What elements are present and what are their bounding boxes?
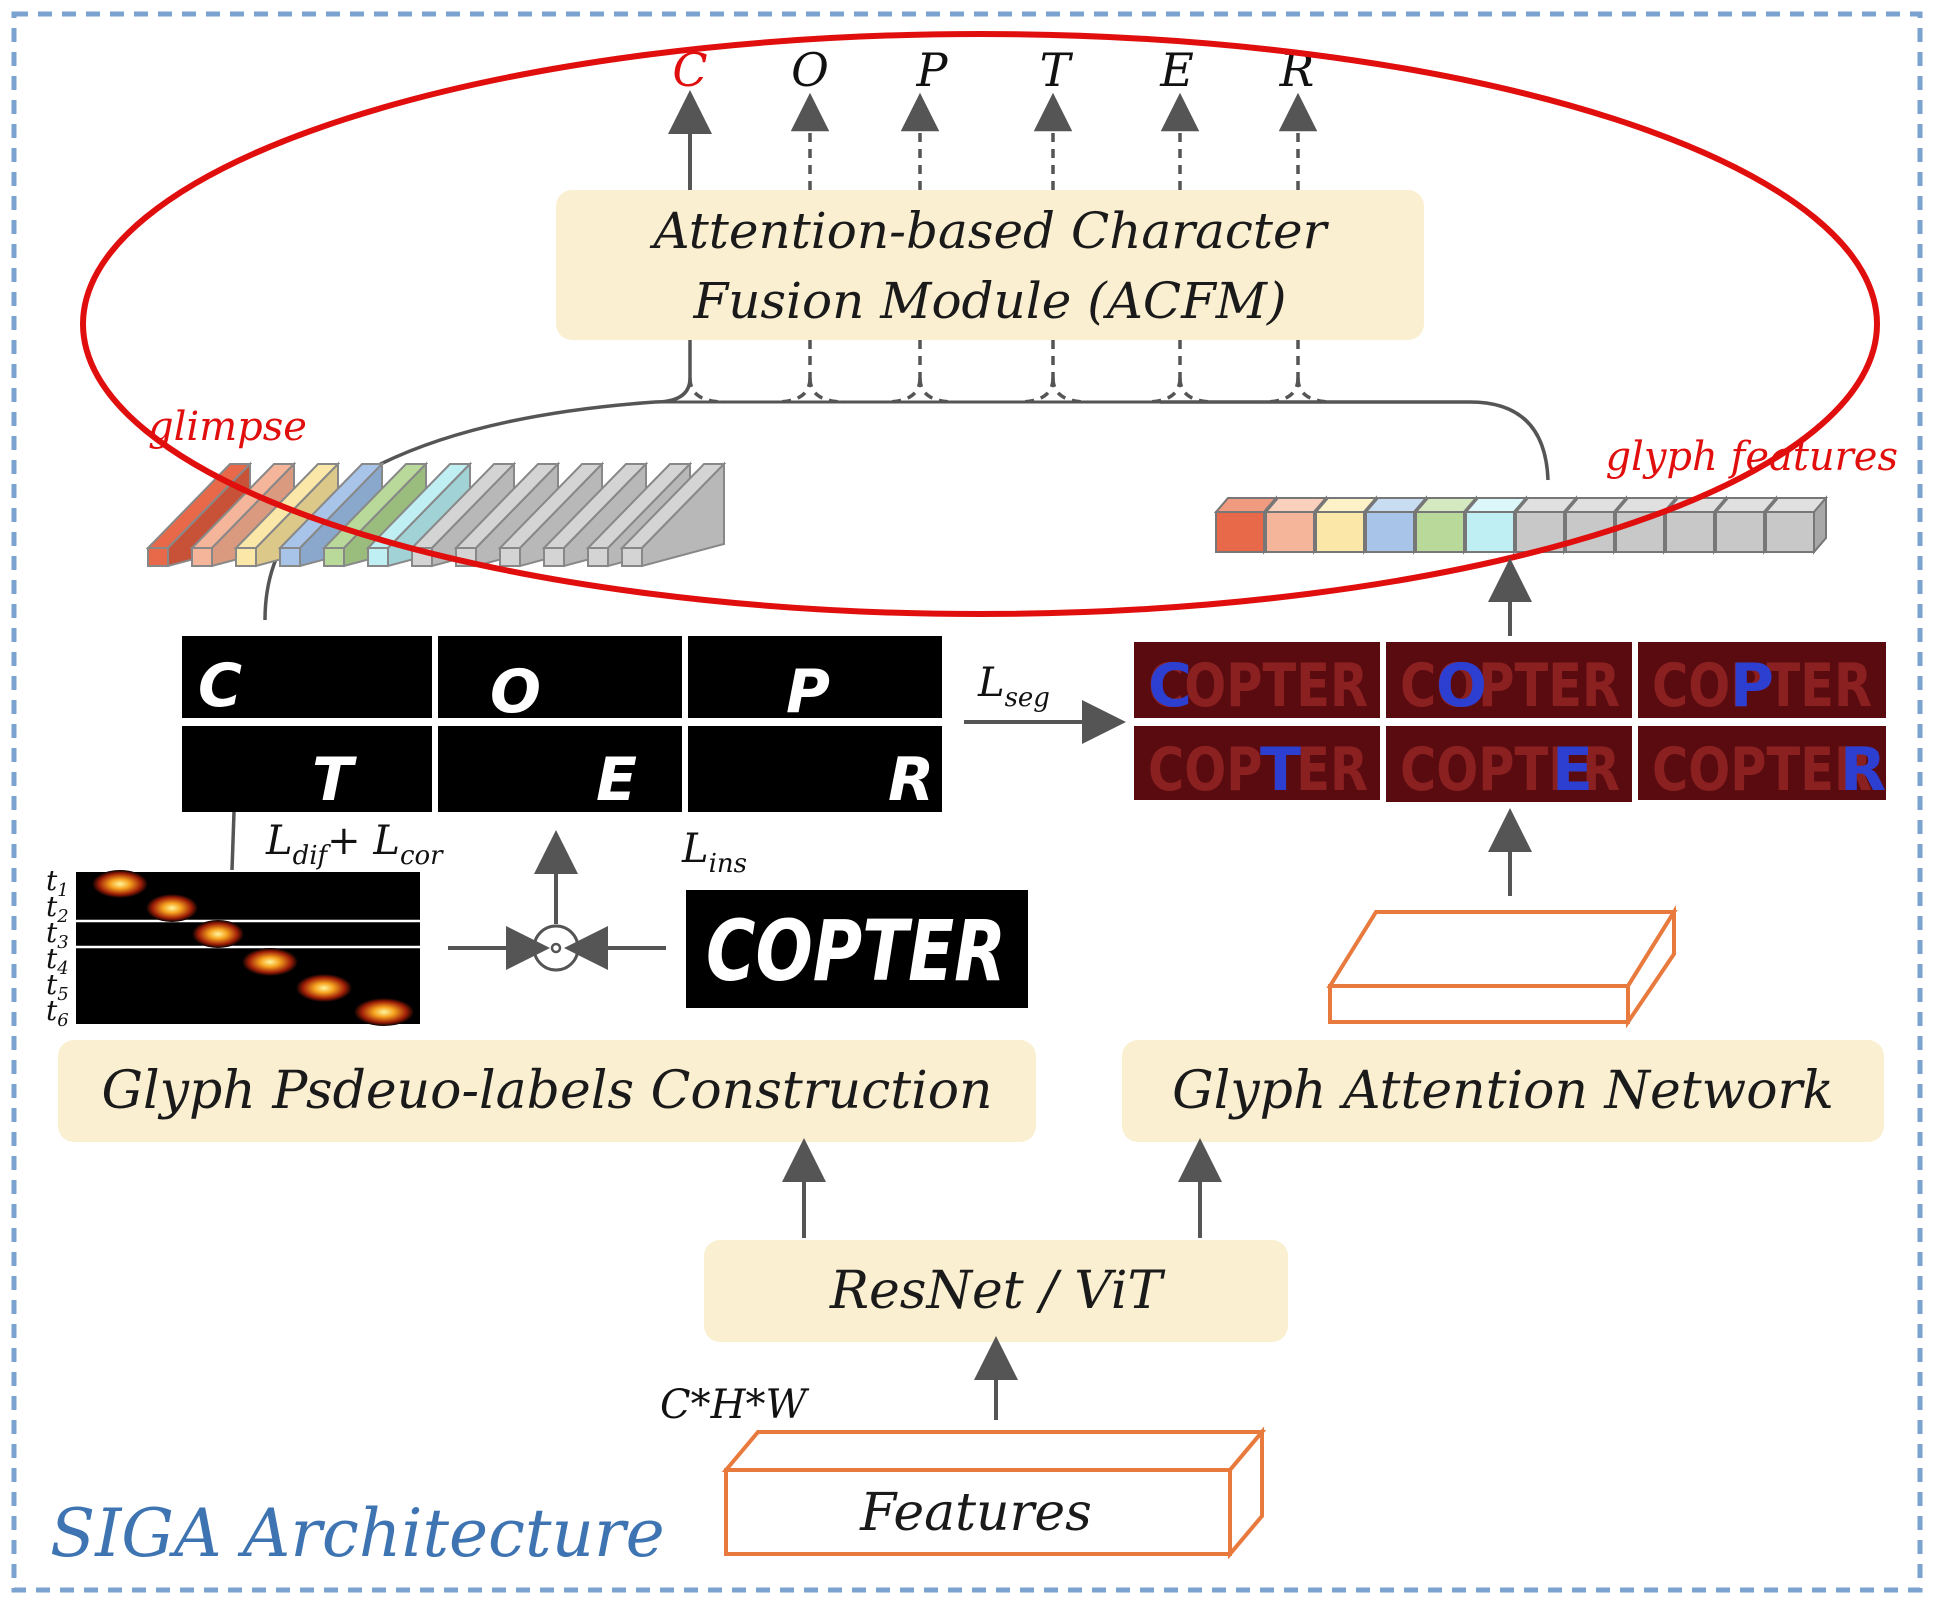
time-step-heatmap [76,870,420,1026]
outer-frame [11,11,1923,1593]
word-binary-mask: COPTER [686,890,1028,1008]
svg-text:t5: t5 [46,968,69,1005]
glyph-cube [1613,495,1679,555]
backbone-label: ResNet / ViT [829,1261,1166,1321]
mask-connector [230,811,236,871]
attention-char: E [1552,735,1593,805]
svg-text:Lins: Lins [681,826,747,879]
attention-map [1386,726,1632,802]
input-dims-label: C*H*W [660,1382,809,1428]
attention-map [1134,726,1380,800]
attention-map [1638,642,1886,718]
acfm-label-line1: Attention-based Character [649,202,1329,260]
attention-word: COPTER [1652,651,1872,721]
heat-blob [242,948,298,976]
loss-seg-label: Lseg [977,660,1050,713]
svg-text:Lseg: Lseg [977,660,1050,713]
output-char: P [916,43,949,97]
heat-blob [92,870,148,898]
output-char: T [1040,43,1074,97]
svg-text:t1: t1 [46,864,69,901]
glimpse-vectors [145,461,727,568]
svg-text:t6: t6 [46,994,69,1031]
svg-text:t2: t2 [46,890,69,927]
features-block [721,1426,1267,1560]
glyph-feature-cubes [1213,495,1829,555]
mask-char: C [198,651,242,721]
svg-text:t3: t3 [46,916,69,953]
mask-cell [688,726,942,812]
mask-char: E [596,745,637,815]
glimpse-label: glimpse [148,404,307,450]
glimpse-bar [619,461,727,568]
mask-cell [438,636,682,718]
gan-box [1122,1040,1884,1142]
mask-char: P [786,657,830,727]
mask-cell [182,636,432,718]
svg-text:t4: t4 [46,942,69,979]
backbone-box [704,1240,1288,1342]
attention-word: COPTER [1148,735,1368,805]
attention-char: O [1436,651,1487,721]
glyph-cube [1663,495,1729,555]
acfm-box [556,190,1424,340]
loss-ins-label: Lins [681,826,747,879]
output-arrows [668,90,1318,190]
loss-dif-cor-label: Ldif+ Lcor [265,818,444,871]
mask-char: R [888,745,934,815]
heat-blob [192,920,244,948]
heat-blob [354,998,414,1026]
gan-label: Glyph Attention Network [1172,1061,1834,1121]
glyph-attention-maps: COPTER COPTER COPTER COPTER COPTER COPTE… [1134,640,1886,805]
output-chars: C O P T E R [672,43,1314,97]
output-char: O [791,43,829,97]
glyph-cube [1763,495,1829,555]
attention-word: COPTER [1400,651,1620,721]
svg-text:Ldif+ Lcor: Ldif+ Lcor [265,818,444,871]
attention-map [1134,642,1380,718]
attention-char: C [1148,651,1192,721]
output-char: E [1159,43,1194,97]
attention-map [1386,642,1632,718]
char-mask-grid: C O P T E R [182,636,942,815]
elementwise-product-operator [532,924,580,972]
attention-word: COPTER [1148,651,1368,721]
gplc-box [58,1040,1036,1142]
mask-cell [182,726,432,812]
gplc-label: Glyph Psdeuo-labels Construction [101,1061,992,1121]
glyph-cube [1463,495,1529,555]
architecture-title: SIGA Architecture [50,1495,665,1572]
attention-map [1638,726,1886,800]
mask-char: T [312,745,357,815]
heat-blob [296,974,352,1002]
mask-cell [688,636,942,718]
features-label: Features [859,1483,1092,1543]
mask-char: O [490,657,541,727]
gan-feature-block [1326,904,1678,1029]
highlight-ellipse [80,31,1880,617]
attention-word: COPTER [1652,735,1872,805]
attention-char: P [1730,651,1774,721]
attention-word: COPTER [1400,735,1620,805]
attention-char: R [1840,735,1886,805]
word-mask-text: COPTER [706,902,1006,1000]
time-step-labels: t1 t2 t3 t4 t5 t6 [46,864,69,1031]
acfm-label-line2: Fusion Module (ACFM) [693,272,1287,330]
heat-blob [146,894,198,922]
mask-cell [438,726,682,812]
attention-char: T [1260,735,1301,805]
